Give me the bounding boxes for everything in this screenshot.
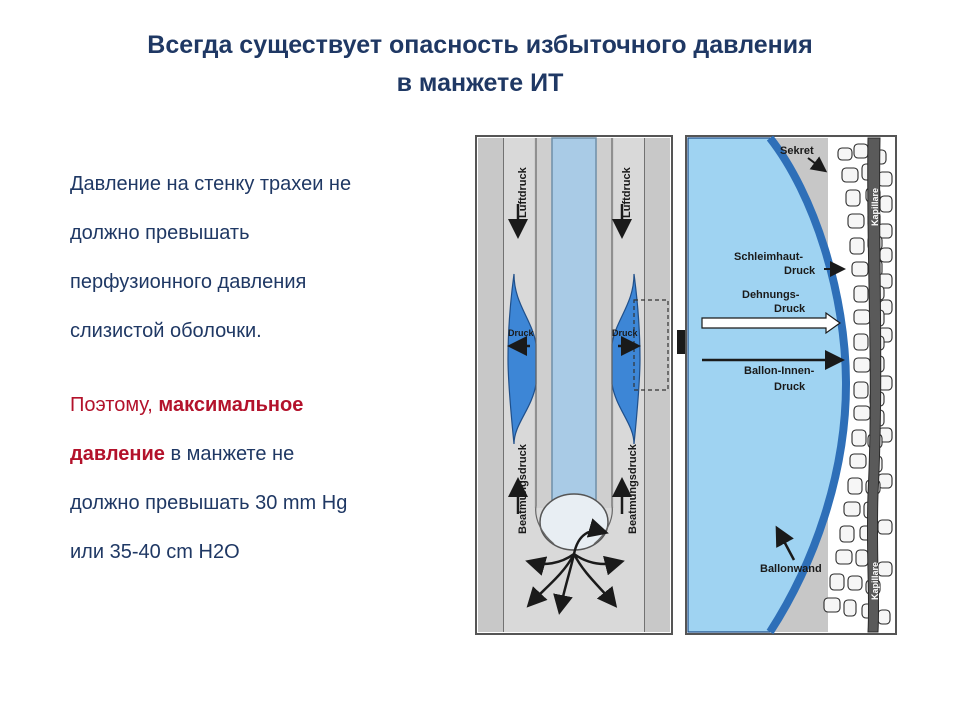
arrow-ballonwand [775, 525, 796, 561]
title-line-2: в манжете ИТ [396, 69, 564, 97]
paragraph1-line: Давление на стенку трахеи не [70, 173, 352, 195]
label-ballon-2: Druck [774, 381, 806, 393]
label-dehnungs-1: Dehnungs- [742, 289, 800, 301]
text-therefore: Поэтому, [70, 394, 159, 416]
text-limit-mmhg: должно превышать 30 mm Hg [70, 492, 348, 514]
paragraph1-line: слизистой оболочки. [70, 320, 262, 342]
body-text: Давление на стенку трахеи не должно прев… [70, 160, 460, 577]
label-ballon-1: Ballon-Innen- [744, 365, 815, 377]
text-in-cuff: в манжете не [164, 443, 295, 465]
slide-title: Всегда существует опасность избыточного … [40, 26, 920, 102]
label-schleimhaut-2: Druck [784, 265, 816, 277]
balloon-wall [766, 135, 851, 635]
paragraph-max-pressure: Поэтому, максимальное давление в манжете… [70, 381, 460, 577]
label-beatmungsdruck-right: Beatmungsdruck [627, 443, 639, 534]
label-kapillare-bottom: Kapillare [870, 562, 880, 600]
label-kapillare-top: Kapillare [870, 188, 880, 226]
cuff-wall-panel: Kapillare Kapillare Sekret Schleimhaut- … [685, 135, 897, 635]
paragraph-pressure-limit: Давление на стенку трахеи не должно прев… [70, 160, 460, 356]
label-sekret: Sekret [780, 145, 814, 157]
label-ballonwand: Ballonwand [760, 563, 822, 575]
text-pressure-bold: давление [70, 443, 165, 465]
diagram-svg: Luftdruck Luftdruck Beatmungsdruck Beatm… [475, 135, 897, 635]
label-schleimhaut-1: Schleimhaut- [734, 251, 803, 263]
label-luftdruck-left: Luftdruck [517, 166, 529, 218]
cuff-pressure-diagram: Luftdruck Luftdruck Beatmungsdruck Beatm… [474, 134, 898, 638]
title-line-1: Всегда существует опасность избыточного … [147, 31, 813, 59]
cuff-left [507, 273, 537, 445]
paragraph1-line: должно превышать [70, 222, 250, 244]
cuff-right [611, 273, 641, 445]
label-dehnungs-2: Druck [774, 303, 806, 315]
paragraph1-line: перфузионного давления [70, 271, 307, 293]
endotracheal-tube [551, 137, 597, 509]
label-druck-right: Druck [612, 328, 639, 338]
trachea-tube-panel: Luftdruck Luftdruck Beatmungsdruck Beatm… [475, 135, 673, 635]
trachea-wall-left [478, 138, 504, 632]
text-maximum-bold: максимальное [158, 394, 304, 416]
label-luftdruck-right: Luftdruck [621, 166, 633, 218]
arrow-dehnungs [701, 311, 842, 335]
text-limit-cmh2o: или 35-40 cm H2O [70, 541, 240, 563]
flow-arrows-tip [525, 518, 625, 615]
trachea-wall-right [644, 138, 670, 632]
tube-tip [539, 493, 609, 551]
capillary [866, 137, 882, 633]
label-druck-left: Druck [508, 328, 535, 338]
arrow-sekret [807, 156, 828, 173]
